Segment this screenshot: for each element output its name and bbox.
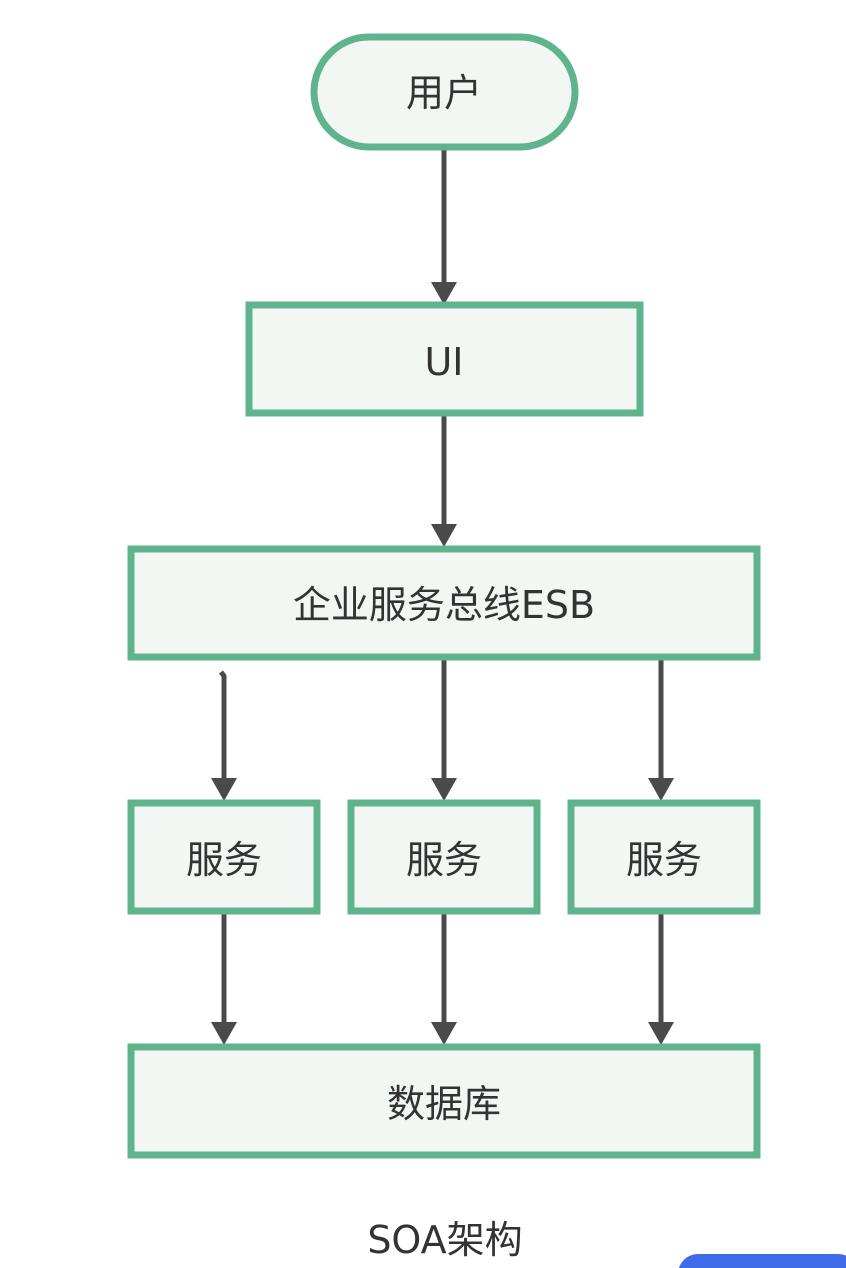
node-ui-shape <box>245 301 644 417</box>
edge-ui-to-esb <box>431 415 457 547</box>
node-service-2-shape <box>347 799 541 915</box>
diagram-caption: SOA架构 <box>367 1218 522 1262</box>
node-service-3-shape <box>567 799 761 915</box>
node-service-1-shape <box>127 799 321 915</box>
node-ui-label: UI <box>424 340 463 384</box>
edge-esb-to-service-3 <box>648 660 674 801</box>
node-service-1-label: 服务 <box>186 838 262 882</box>
node-service-3: 服务 <box>567 799 761 915</box>
node-service-2-label: 服务 <box>406 838 482 882</box>
node-service-2: 服务 <box>347 799 541 915</box>
edge-service-1-to-database <box>211 913 237 1045</box>
edge-service-2-to-database <box>431 913 457 1045</box>
edge-esb-to-service-1 <box>211 670 237 801</box>
node-esb: 企业服务总线ESB <box>127 545 761 661</box>
node-esb-label: 企业服务总线ESB <box>293 583 595 627</box>
edge-esb-to-service-2 <box>431 660 457 801</box>
edge-user-to-ui <box>431 150 457 305</box>
node-service-1: 服务 <box>127 799 321 915</box>
node-database: 数据库 <box>127 1043 761 1159</box>
node-esb-shape <box>127 545 761 661</box>
edges <box>211 150 674 1045</box>
node-ui: UI <box>245 301 644 417</box>
node-database-label: 数据库 <box>387 1082 501 1126</box>
node-user: 用户 <box>310 33 579 151</box>
node-user-shape <box>310 33 579 151</box>
node-database-shape <box>127 1043 761 1159</box>
node-service-3-label: 服务 <box>626 838 702 882</box>
node-user-label: 用户 <box>406 71 482 115</box>
edge-service-3-to-database <box>648 913 674 1045</box>
corner-accent-shape <box>678 1254 846 1268</box>
